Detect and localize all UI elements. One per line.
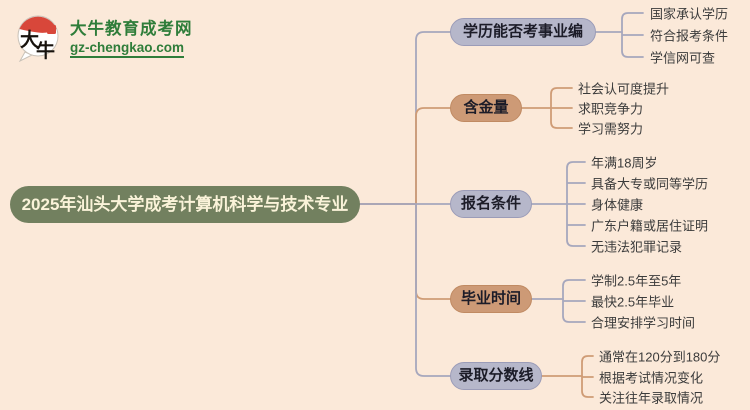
logo-char-niu: 牛: [36, 39, 55, 62]
leaf-node: 国家承认学历: [650, 6, 729, 22]
leaf-node: 无违法犯罪记录: [591, 239, 683, 255]
leaf-node: 身体健康: [591, 197, 644, 213]
branch-node-graduation-time: 毕业时间: [450, 285, 532, 313]
branch-node-career-eligibility: 学历能否考事业编: [450, 18, 596, 46]
connector-branch-4: [359, 203, 451, 300]
leaf-node: 具备大专或同等学历: [591, 176, 709, 192]
leaf-node: 通常在120分到180分: [599, 349, 721, 365]
logo-bubble-icon: 大 牛: [17, 15, 59, 62]
connector-leaves-2: [550, 87, 573, 129]
leaf-node: 学制2.5年至5年: [591, 273, 682, 289]
connector-branch-1: [359, 31, 451, 205]
logo-seal: [47, 25, 56, 34]
logo-char-da: 大: [20, 28, 39, 51]
connector-leaves-3: [566, 161, 586, 247]
leaf-node: 广东户籍或居住证明: [591, 218, 709, 234]
connector-leaves-1: [621, 12, 644, 58]
leaf-node: 社会认可度提升: [578, 81, 670, 97]
leaf-node: 最快2.5年毕业: [591, 294, 675, 310]
leaf-node: 合理安排学习时间: [591, 315, 696, 331]
connector-leaves-5: [581, 355, 594, 398]
site-logo: 大 牛 大牛教育成考网 gz-chengkao.com: [14, 10, 193, 62]
branch-node-admission-score: 录取分数线: [450, 362, 542, 390]
connector-branch-5: [359, 203, 451, 377]
leaf-node: 关注往年录取情况: [599, 390, 704, 406]
connector-leaves-4: [562, 279, 586, 323]
leaf-node: 学信网可查: [650, 50, 716, 66]
branch-node-value: 含金量: [450, 94, 522, 122]
leaf-node: 符合报考条件: [650, 28, 729, 44]
root-node: 2025年汕头大学成考计算机科学与技术专业: [10, 186, 360, 223]
leaf-node: 求职竞争力: [578, 101, 644, 117]
site-url: gz-chengkao.com: [70, 40, 185, 58]
leaf-node: 年满18周岁: [591, 155, 658, 171]
connector-branch-2: [359, 107, 451, 205]
branch-node-requirements: 报名条件: [450, 190, 532, 218]
site-name: 大牛教育成考网: [70, 19, 193, 38]
logo-text-block: 大牛教育成考网 gz-chengkao.com: [70, 15, 193, 58]
leaf-node: 根据考试情况变化: [599, 370, 704, 386]
leaf-node: 学习需努力: [578, 121, 644, 137]
